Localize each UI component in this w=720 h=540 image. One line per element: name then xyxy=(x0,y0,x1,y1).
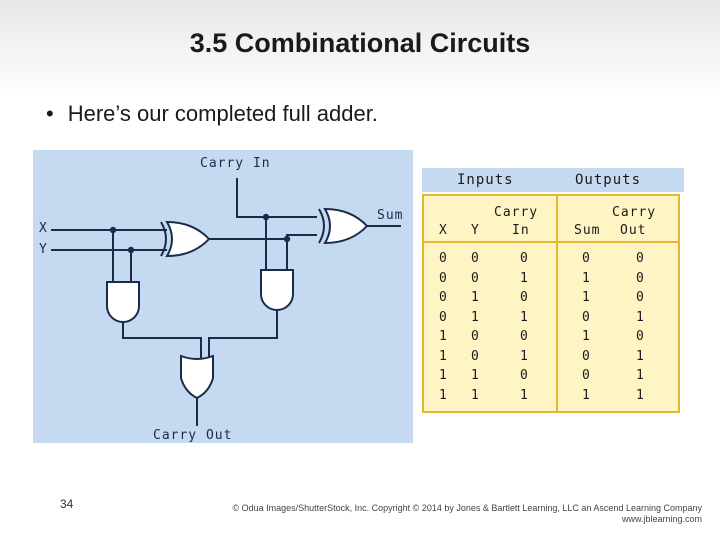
x-input-label: X xyxy=(39,221,48,236)
col-header-y: Y xyxy=(471,223,480,238)
credit-line-2: www.jblearning.com xyxy=(621,514,702,524)
cell: 0 xyxy=(439,290,448,305)
outputs-group-label: Outputs xyxy=(575,172,642,188)
truth-table: X Y Carry In Sum Carry Out 0 0 0 0 1 1 1… xyxy=(422,194,680,413)
slide-title: 3.5 Combinational Circuits xyxy=(189,28,531,58)
truth-table-header-band: Inputs Outputs xyxy=(422,168,684,192)
cell: 1 xyxy=(520,309,529,325)
cell: 1 xyxy=(439,368,448,383)
cell: 0 xyxy=(439,270,448,286)
cell: 0 xyxy=(582,348,591,364)
wire-and1-out xyxy=(122,322,202,358)
cell: 1 xyxy=(582,290,591,305)
cell: 0 xyxy=(520,290,529,305)
cell: 1 xyxy=(439,329,448,344)
credit-line-1: © Odua Images/ShutterStock, Inc. Copyrig… xyxy=(232,503,702,513)
circuit-svg: Carry In Sum X Y Carry Out xyxy=(39,156,403,443)
cell: 1 xyxy=(520,270,529,286)
carry-out-label: Carry Out xyxy=(153,428,232,443)
wire-and2-out xyxy=(208,310,278,358)
xor-gate-2 xyxy=(323,207,369,245)
bullet-marker: • xyxy=(46,101,54,126)
cell: 1 xyxy=(471,387,480,403)
cell: 0 xyxy=(471,329,480,344)
cell: 0 xyxy=(439,251,448,266)
cell: 1 xyxy=(471,290,480,305)
and-gate-1 xyxy=(106,281,140,323)
cell: 1 xyxy=(636,348,645,364)
col-header-carry-in-2: In xyxy=(512,223,530,238)
xor-gate-2-back xyxy=(318,208,325,244)
truth-table-lines xyxy=(424,196,678,411)
cell: 0 xyxy=(636,329,645,344)
cell: 1 xyxy=(520,348,529,364)
cell: 1 xyxy=(582,329,591,344)
diagram-labels: Carry In Sum X Y Carry Out xyxy=(39,156,403,443)
cell: 0 xyxy=(636,290,645,305)
cell: 1 xyxy=(636,368,645,383)
cell: 0 xyxy=(582,309,591,325)
and-gate-2 xyxy=(260,269,294,311)
carry-in-label: Carry In xyxy=(200,156,271,171)
inputs-group-label: Inputs xyxy=(457,172,514,188)
cell: 0 xyxy=(471,270,480,286)
cell: 1 xyxy=(582,387,591,403)
col-header-x: X xyxy=(439,223,448,238)
junction-dots xyxy=(109,213,291,254)
col-header-carry-out-1: Carry xyxy=(612,205,657,220)
cell: 1 xyxy=(471,309,480,325)
cell: 0 xyxy=(582,251,591,266)
cell: 0 xyxy=(471,251,480,266)
or-gate xyxy=(180,354,214,400)
xor-gate-1 xyxy=(165,220,211,258)
sum-label: Sum xyxy=(377,208,403,223)
gates xyxy=(106,207,369,400)
copyright-credit: © Odua Images/ShutterStock, Inc. Copyrig… xyxy=(232,503,702,525)
cell: 0 xyxy=(520,329,529,344)
wire-carry-in xyxy=(236,178,317,218)
col-header-sum: Sum xyxy=(574,223,601,238)
cell: 0 xyxy=(636,251,645,266)
cell: 0 xyxy=(520,368,529,383)
y-input-label: Y xyxy=(39,242,48,257)
bullet-text: Here’s our completed full adder. xyxy=(67,101,378,126)
cell: 1 xyxy=(582,270,591,286)
xor-gate-1-back xyxy=(160,221,167,257)
cell: 0 xyxy=(439,309,448,325)
page-number: 34 xyxy=(60,497,74,511)
bullet-text-line: • Here’s our completed full adder. xyxy=(46,101,378,127)
cell: 0 xyxy=(520,251,529,266)
cell: 1 xyxy=(471,368,480,383)
cell: 1 xyxy=(636,387,645,403)
col-header-carry-out-2: Out xyxy=(620,223,647,238)
cell: 1 xyxy=(439,387,448,403)
cell: 1 xyxy=(636,309,645,325)
cell: 1 xyxy=(439,348,448,364)
cell: 0 xyxy=(636,270,645,286)
col-header-carry-in-1: Carry xyxy=(494,205,539,220)
cell: 0 xyxy=(582,368,591,383)
full-adder-diagram: Carry In Sum X Y Carry Out xyxy=(33,150,413,443)
cell: 0 xyxy=(471,348,480,364)
wire-xor1-out xyxy=(209,234,317,240)
cell: 1 xyxy=(520,387,529,403)
